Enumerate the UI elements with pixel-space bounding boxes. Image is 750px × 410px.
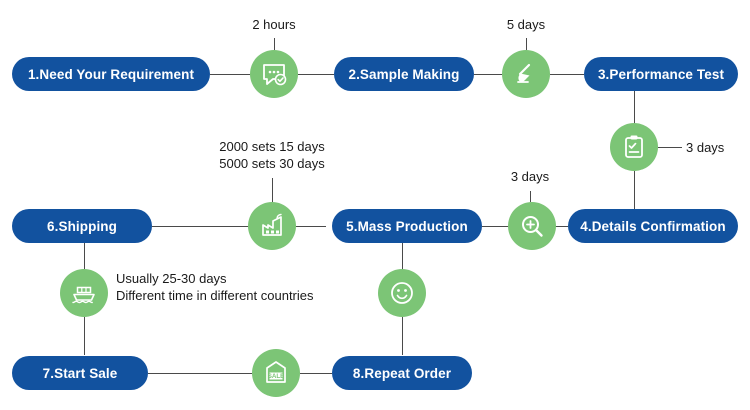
smiley-face-icon xyxy=(378,269,426,317)
connector-step3-icon3 xyxy=(634,91,635,123)
factory-production-icon xyxy=(248,202,296,250)
node-step8-label: 8.Repeat Order xyxy=(352,365,452,381)
clipboard-check-icon xyxy=(610,123,658,171)
stem-caption-3days-mid xyxy=(530,191,531,202)
node-step6[interactable]: 6.Shipping xyxy=(12,209,152,243)
node-step4-label: 4.Details Confirmation xyxy=(580,218,726,234)
connector-icon3-step4 xyxy=(634,171,635,209)
caption-shipping-time: Usually 25-30 days Different time in dif… xyxy=(116,270,314,304)
connector-step1-icon1 xyxy=(210,74,250,75)
node-step6-label: 6.Shipping xyxy=(47,218,117,234)
connector-icon5-step6 xyxy=(152,226,248,227)
node-step7-label: 7.Start Sale xyxy=(42,365,118,381)
svg-text:SALE: SALE xyxy=(268,373,285,380)
connector-step6-icon6 xyxy=(84,243,85,269)
caption-order-quantity-line2: 5000 sets 30 days xyxy=(219,156,325,171)
caption-3days-top: 3 days xyxy=(686,140,725,155)
node-step1[interactable]: 1.Need Your Requirement xyxy=(12,57,210,91)
ship-cargo-icon xyxy=(60,269,108,317)
node-step4[interactable]: 4.Details Confirmation xyxy=(568,209,738,243)
connector-step2-icon2 xyxy=(474,74,502,75)
connector-icon2-step3 xyxy=(550,74,584,75)
chat-check-icon xyxy=(250,50,298,98)
stem-caption-2hours xyxy=(274,38,275,50)
sale-tag-icon: SALE xyxy=(252,349,300,397)
caption-shipping-time-line1: Usually 25-30 days xyxy=(116,271,227,286)
caption-order-quantity-line1: 2000 sets 15 days xyxy=(219,139,325,154)
connector-icon1-step2 xyxy=(298,74,334,75)
node-step3[interactable]: 3.Performance Test xyxy=(584,57,738,91)
node-step1-label: 1.Need Your Requirement xyxy=(27,66,195,82)
magnifier-plus-icon xyxy=(508,202,556,250)
connector-step5-icon8 xyxy=(402,243,403,269)
connector-icon3-caption-3days xyxy=(658,147,682,148)
stem-caption-sets xyxy=(272,178,273,202)
caption-3days-mid: 3 days xyxy=(510,169,550,184)
sample-tool-icon xyxy=(502,50,550,98)
connector-step7-icon7 xyxy=(148,373,252,374)
node-step7[interactable]: 7.Start Sale xyxy=(12,356,148,390)
node-step5-label: 5.Mass Production xyxy=(346,218,468,234)
node-step5[interactable]: 5.Mass Production xyxy=(332,209,482,243)
stem-caption-5days xyxy=(526,38,527,50)
caption-shipping-time-line2: Different time in different countries xyxy=(116,288,314,303)
node-step3-label: 3.Performance Test xyxy=(597,66,725,82)
node-step2-label: 2.Sample Making xyxy=(348,66,460,82)
connector-step5-icon5 xyxy=(296,226,326,227)
node-step2[interactable]: 2.Sample Making xyxy=(334,57,474,91)
caption-5days: 5 days xyxy=(506,17,546,32)
node-step8[interactable]: 8.Repeat Order xyxy=(332,356,472,390)
caption-2hours: 2 hours xyxy=(252,17,296,32)
connector-icon8-step8 xyxy=(402,317,403,355)
connector-icon4-step5 xyxy=(482,226,508,227)
connector-icon6-step7 xyxy=(84,317,85,355)
connector-icon7-step8 xyxy=(300,373,332,374)
caption-order-quantity: 2000 sets 15 days 5000 sets 30 days xyxy=(192,138,352,172)
